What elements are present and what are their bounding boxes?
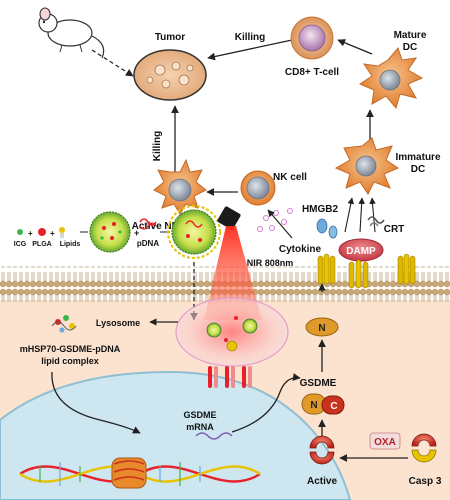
plga-label: PLGA — [32, 241, 51, 248]
complex-to-nucleus-arrow — [51, 371, 141, 434]
oxa-box — [369, 432, 401, 450]
active-nk-label: Active NK cell — [132, 221, 199, 232]
crt-label: CRT — [384, 224, 405, 235]
cytokine-arrow — [267, 209, 293, 239]
dna-helix — [19, 457, 261, 489]
plus-3: + — [134, 228, 139, 238]
n-frag-label: N — [310, 400, 317, 411]
cytokine-particles — [257, 208, 293, 232]
hmgb2-molecule — [316, 218, 338, 239]
lysosome-nanoparticles — [206, 316, 258, 352]
nanoparticle-1 — [89, 211, 131, 253]
lysosome-label: Lysosome — [96, 318, 140, 328]
damp-label: DAMP — [346, 246, 376, 257]
gsdme-mrna-label-2: mRNA — [186, 422, 214, 432]
nk-cell — [240, 170, 276, 206]
complex-label-2: lipid complex — [41, 356, 99, 366]
mature-dc-label-1: Mature — [394, 30, 427, 41]
hmgb2-arrow — [344, 197, 355, 233]
mature-dc-label-2: DC — [403, 42, 417, 53]
crt-molecule — [367, 216, 385, 227]
complex-label-1: mHSP70-GSDME-pDNA — [20, 344, 121, 354]
laser-head-icon — [217, 206, 241, 230]
casp3-protein — [411, 433, 437, 463]
mrna-strand — [195, 432, 233, 440]
gsdme-pore-middle — [348, 259, 369, 289]
cd8-t-cell — [290, 16, 334, 60]
damp-ellipse — [338, 238, 384, 262]
mouse-icon — [38, 7, 105, 59]
gsdme-protein — [301, 393, 345, 415]
hmgb2-label: HMGB2 — [302, 204, 339, 215]
tumor-label: Tumor — [155, 32, 185, 43]
active-label: Active — [307, 476, 337, 487]
icg-label: ICG — [14, 241, 27, 248]
nucleus — [0, 370, 352, 500]
hsp70-receptors — [208, 366, 252, 388]
immature-dc-label-1: Immature — [395, 152, 440, 163]
active-casp3 — [309, 435, 335, 465]
gsdme-pore-left — [317, 253, 336, 285]
lipids-icon — [59, 227, 65, 238]
n-pore-label: N — [318, 323, 325, 334]
immature-dc-label-2: DC — [411, 164, 425, 175]
plus-1: + — [28, 229, 33, 238]
oxa-label: OXA — [374, 437, 396, 448]
mrna-to-gsdme-arrow — [231, 373, 301, 433]
killing-arrow-top — [207, 39, 293, 61]
damp-arrow — [358, 197, 365, 233]
lipids-label: Lipids — [60, 241, 81, 248]
mature-dc-cell — [358, 46, 424, 110]
icg-dot — [17, 229, 23, 235]
killing-label-top: Killing — [235, 32, 266, 43]
crt-arrow — [369, 197, 376, 233]
plus-2: + — [50, 229, 55, 238]
pdna-icon — [139, 218, 157, 230]
gsdme-pore-right — [397, 253, 416, 285]
mouse-to-tumor-arrow — [91, 49, 134, 77]
nir-laser-beam — [204, 226, 262, 320]
killing-label-left: Killing — [152, 131, 163, 162]
lipid-complex-icon — [51, 315, 77, 333]
tumor-cell — [133, 49, 207, 101]
dc-to-cd8-arrow — [337, 39, 373, 55]
casp3-label: Casp 3 — [409, 476, 442, 487]
plga-dot — [38, 228, 46, 236]
nanoparticle-2 — [167, 205, 221, 259]
gsdme-mrna-label-1: GSDME — [183, 410, 216, 420]
nir-label: NIR 808nm — [247, 258, 294, 268]
n-fragment-membrane — [305, 317, 339, 337]
pdna-label: pDNA — [137, 239, 159, 248]
gsdme-label: GSDME — [300, 378, 337, 389]
c-frag-label: C — [330, 401, 337, 412]
cd8-label: CD8+ T-cell — [285, 67, 339, 78]
nk-cell-label: NK cell — [273, 172, 307, 183]
cytokine-label: Cytokine — [279, 244, 322, 255]
immature-dc-cell — [334, 137, 400, 195]
lysosome — [175, 297, 289, 367]
